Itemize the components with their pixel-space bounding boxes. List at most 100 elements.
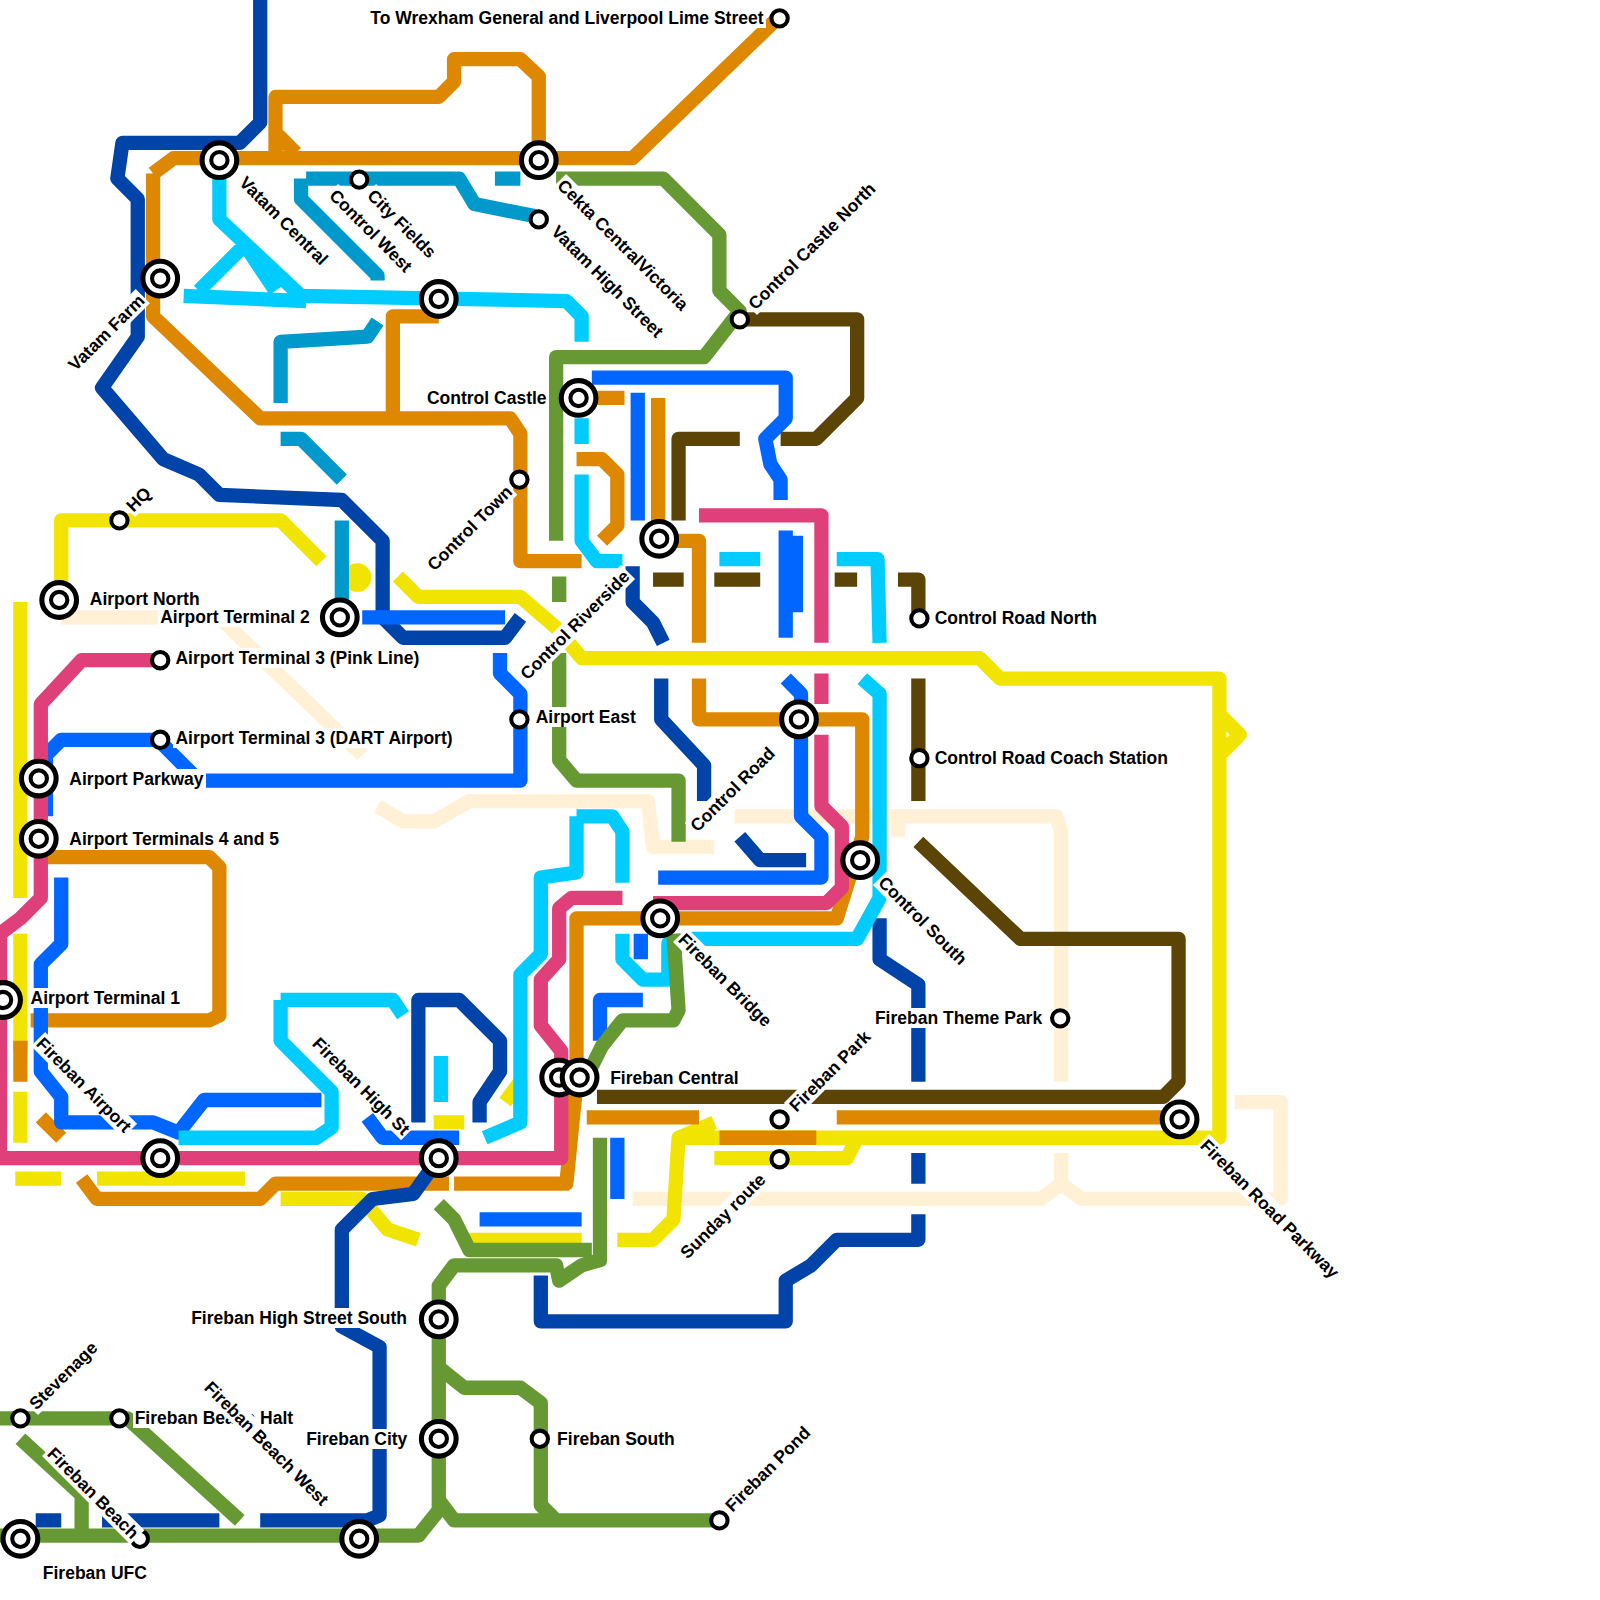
station-marker [771, 10, 787, 26]
station-label: Fireban High St [307, 1032, 415, 1140]
station-label: Fireban High Street South [189, 1308, 409, 1328]
station-marker [782, 702, 817, 737]
station-label: Fireban Pond [719, 1421, 815, 1517]
station-marker [431, 1431, 447, 1447]
station-label: Fireban Beach Halt [133, 1408, 296, 1428]
station-marker [0, 983, 20, 1018]
station-marker [21, 821, 56, 856]
station-marker [561, 381, 596, 416]
station-label: Fireban Park [784, 1025, 876, 1117]
brown-line [597, 319, 1179, 1097]
station-marker [12, 1531, 28, 1547]
station-label: Stevenage [23, 1336, 102, 1415]
station-marker [421, 1302, 456, 1337]
station-label: Fireban UFC [41, 1563, 149, 1583]
station-label: Airport North [88, 589, 202, 609]
station-marker [0, 992, 11, 1008]
station-marker [711, 1512, 727, 1528]
station-marker [12, 1410, 28, 1426]
station-label: Airport Terminal 2 [158, 607, 311, 627]
station-marker [111, 1410, 127, 1426]
station-marker [562, 1060, 597, 1095]
stations [12, 10, 1068, 1547]
station-marker [571, 1069, 587, 1085]
station-marker [143, 261, 178, 296]
station-label: Fireban Road Parkway [1195, 1134, 1345, 1284]
station-marker [143, 1141, 178, 1176]
interchange-stations [0, 143, 1197, 1556]
station-marker [511, 471, 527, 487]
station-marker [21, 761, 56, 796]
station-label: Control Riverside [515, 565, 635, 685]
station-label: Fireban Beach [42, 1442, 144, 1544]
pink-line [0, 515, 842, 1158]
station-marker [771, 1151, 787, 1167]
station-label: Control Town [422, 480, 518, 576]
station-marker [532, 1431, 548, 1447]
station-marker [642, 521, 677, 556]
station-marker [531, 152, 547, 168]
station-marker [431, 1311, 447, 1327]
station-marker [351, 171, 367, 187]
station-label: Control Road Coach Station [933, 748, 1170, 768]
station-marker [42, 583, 77, 618]
station-marker [651, 531, 667, 547]
station-label: Fireban South [555, 1429, 677, 1449]
station-marker [202, 143, 237, 178]
station-label: HQ [120, 482, 156, 518]
station-marker [322, 600, 357, 635]
station-marker [431, 291, 447, 307]
station-marker [1171, 1111, 1187, 1127]
station-marker [421, 282, 456, 317]
station-marker [1052, 1010, 1068, 1026]
station-marker [431, 1150, 447, 1166]
station-marker [771, 1111, 787, 1127]
station-marker [31, 831, 47, 847]
station-marker [152, 732, 168, 748]
station-marker [51, 592, 67, 608]
station-label: Control Castle North [743, 177, 881, 315]
station-label: Fireban Theme Park [873, 1008, 1044, 1028]
station-marker [3, 1521, 38, 1556]
station-marker [732, 311, 748, 327]
station-label: Control Castle [425, 388, 549, 408]
station-label: To Wrexham General and Liverpool Lime St… [368, 8, 765, 28]
station-marker [521, 143, 556, 178]
station-marker [421, 1421, 456, 1456]
station-label: Vatam Farm [63, 289, 150, 376]
station-label: Airport Terminal 3 (DART Airport) [173, 728, 454, 748]
station-marker [511, 711, 527, 727]
station-label: Fireban Airport [31, 1032, 137, 1138]
station-marker [342, 1521, 377, 1556]
dark-blue-line [36, 0, 919, 1520]
station-marker [152, 270, 168, 286]
station-label: Control Road North [933, 608, 1099, 628]
station-label: Control South [872, 870, 972, 970]
station-label: Fireban Central [608, 1068, 740, 1088]
station-marker [643, 901, 678, 936]
station-marker [531, 211, 547, 227]
station-marker [351, 1531, 367, 1547]
station-marker [791, 711, 807, 727]
station-marker [843, 843, 878, 878]
station-label: Control Road [685, 741, 780, 836]
station-label: Airport Terminal 1 [29, 988, 182, 1008]
station-marker [852, 852, 868, 868]
station-marker [652, 910, 668, 926]
station-label: Fireban City [304, 1429, 409, 1449]
green-line [0, 179, 740, 1536]
station-marker [111, 512, 127, 528]
station-marker [31, 770, 47, 786]
station-label: Airport Terminal 3 (Pink Line) [173, 648, 421, 668]
station-label: Airport Parkway [67, 769, 205, 789]
station-label: Vatam Central [234, 170, 334, 270]
station-marker [421, 1141, 456, 1176]
station-label: Sunday route [675, 1168, 771, 1264]
station-label: Airport Terminals 4 and 5 [67, 829, 281, 849]
station-marker [152, 1150, 168, 1166]
station-marker [1162, 1102, 1197, 1137]
station-marker [911, 610, 927, 626]
